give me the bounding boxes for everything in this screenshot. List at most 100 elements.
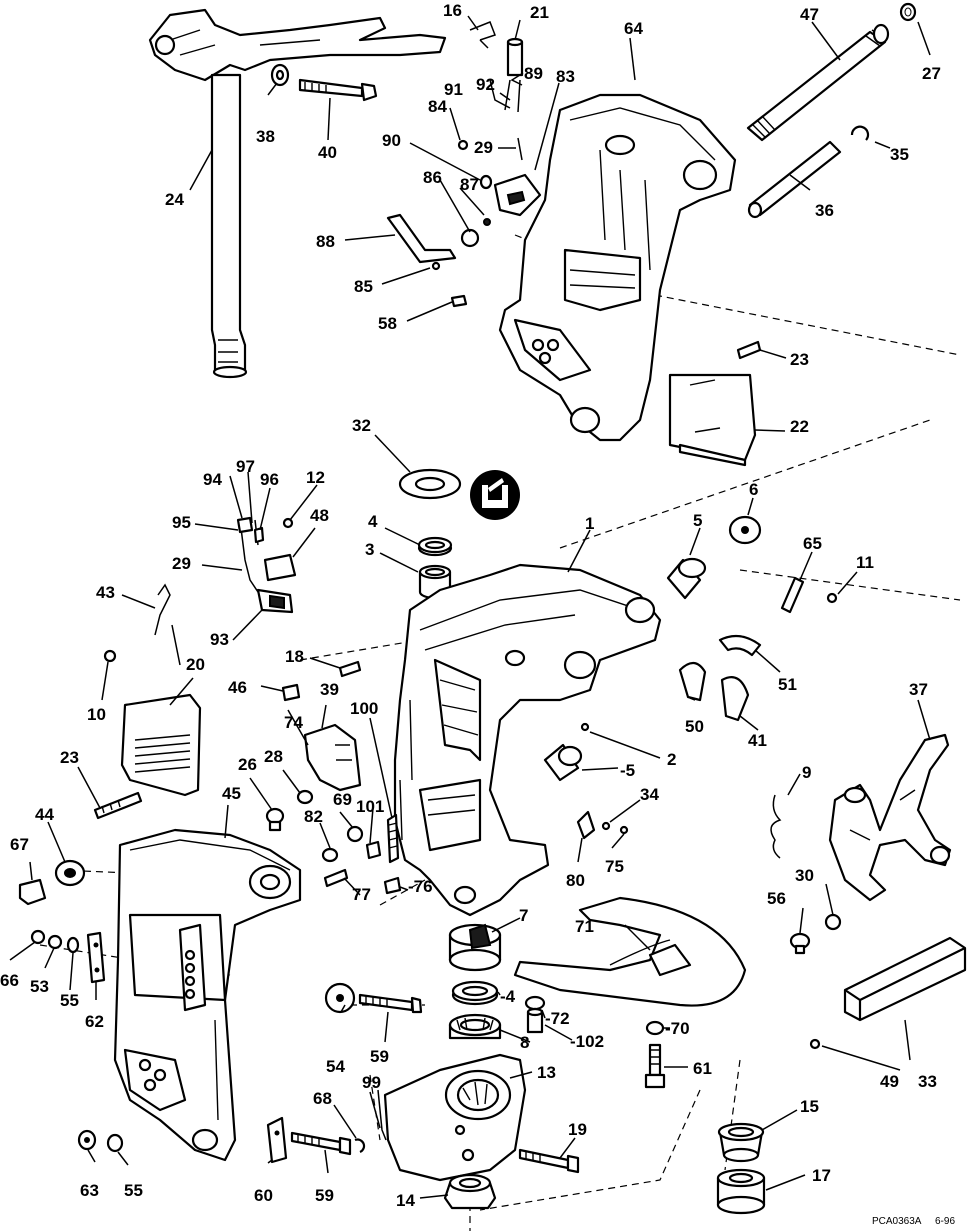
callout-61: 61 [693,1059,712,1078]
thrust-washer-part-32 [398,468,462,500]
link-part-65 [780,576,805,614]
terminal-part-48 [263,553,297,582]
callout-5-upper: 5 [693,511,702,530]
pin-part-99 [377,1089,387,1141]
screw-part-58 [450,294,468,308]
nut-part-28 [296,789,314,805]
assembly-dash-lines [39,234,961,1231]
callout-85: 85 [354,277,373,296]
callout-99: 99 [362,1073,381,1092]
washer-part-55-left [66,936,80,954]
screw-part-77 [323,868,349,888]
callout-6: 6 [749,480,758,499]
callout-65: 65 [803,534,822,553]
bushing-part-5-upper [666,557,707,600]
callout-62: 62 [85,1012,104,1031]
callout-70: -70 [665,1019,690,1038]
callout-40: 40 [318,143,337,162]
callout-90: 90 [382,131,401,150]
callout-50: 50 [685,717,704,736]
stern-bracket-part-64 [498,93,737,442]
spring-part-100 [386,813,400,864]
callout-11: 11 [856,553,874,572]
callout-48: 48 [310,506,329,525]
callout-60: 60 [254,1186,273,1205]
screw-part-18 [338,660,362,678]
callout-58: 58 [378,314,397,333]
callout-14: 14 [396,1191,415,1210]
bolt-part-40 [298,78,378,102]
bolt-part-59-lower [290,1131,352,1156]
mount-part-15 [717,1122,765,1163]
nut-part-63 [77,1129,97,1151]
bolt-part-61 [644,1043,666,1089]
callout-2: 2 [667,750,676,769]
link-part-62 [86,931,106,984]
callout-29-lower: 29 [172,554,191,573]
switch-part-83 [493,173,542,217]
callout-77: 77 [352,885,371,904]
callout-51: 51 [778,675,797,694]
callout-33: 33 [918,1072,937,1091]
callout-80: 80 [566,871,585,890]
clip-part-90 [479,174,493,190]
callout-86: 86 [423,168,442,187]
ring-part-68 [354,1138,366,1154]
callout-102: -102 [570,1032,604,1051]
callout-46: 46 [228,678,247,697]
callout-96: 96 [260,470,279,489]
callout-labels: 16 21 64 47 27 92 89 91 83 84 29 90 35 8… [0,1,941,1210]
callout-1: 1 [585,514,594,533]
screw-part-23-lower [93,791,143,820]
pad-part-33 [843,936,967,1022]
bushing-part-17 [716,1168,766,1215]
cap-part-67 [18,878,47,906]
screw-part-85 [431,261,441,271]
callout-38: 38 [256,127,275,146]
callout-93: 93 [210,630,229,649]
spring-clip-part-51 [718,634,762,657]
callout-7: 7 [519,906,528,925]
seal-part-4-lower [451,980,499,1006]
screw-part-49 [809,1038,821,1050]
callout-34: 34 [640,785,659,804]
cap-part-66 [30,929,46,945]
callout-29-upper: 29 [474,138,493,157]
wire-part-29-upper [517,137,523,161]
plate-part-20 [120,693,202,797]
bushing-part-3 [418,564,452,600]
plug-part-46 [281,683,301,702]
retaining-ring-part-35 [850,125,870,141]
nut-part-30 [824,913,842,931]
callout-21: 21 [530,3,549,22]
callout-83: 83 [556,67,575,86]
callout-18: 18 [285,647,304,666]
bearing-part-8 [448,1013,502,1040]
bolt-part-59-upper [358,993,423,1014]
callout-55-left: 55 [60,991,79,1010]
pad-part-101 [365,840,382,860]
bracket-part-41 [720,676,750,722]
tilt-lever-part-37 [828,733,952,902]
nut-part-14 [443,1173,497,1210]
callout-23-lower: 23 [60,748,79,767]
washer-part-38 [270,63,290,87]
lever-part-88 [386,213,457,264]
screw-part-2 [580,722,590,732]
callout-39: 39 [320,680,339,699]
callout-84: 84 [428,97,447,116]
nut-part-44 [54,859,86,887]
callout-68: 68 [313,1089,332,1108]
washer-part-54 [324,982,356,1014]
bracket-part-80 [576,810,596,840]
callout-35: 35 [890,145,909,164]
lubricant-symbol-icon [470,470,520,520]
callout-101: 101 [356,797,384,816]
callout-41: 41 [748,731,767,750]
callout-24: 24 [165,190,184,209]
callout-32: 32 [352,416,371,435]
bracket-part-39 [303,723,362,792]
callout-30: 30 [795,866,814,885]
screw-part-23-upper [736,340,762,360]
